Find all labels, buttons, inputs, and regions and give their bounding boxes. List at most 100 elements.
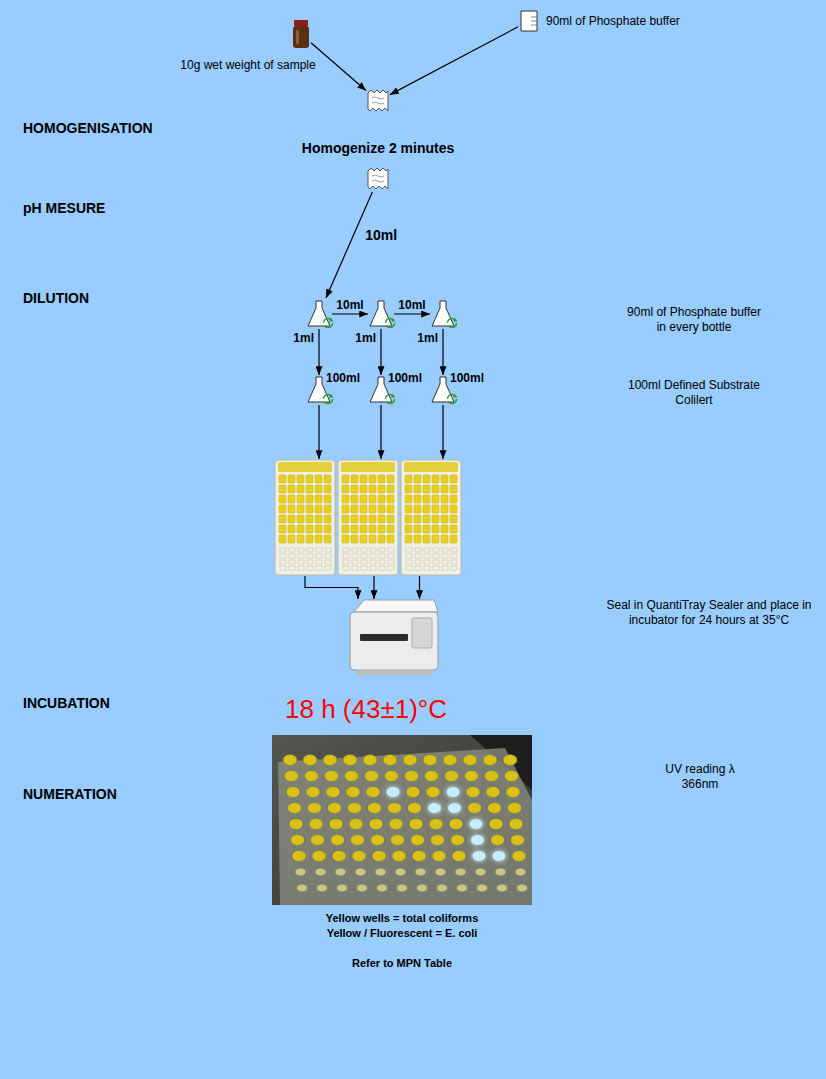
yellow-well: [465, 771, 479, 782]
tray-well: [406, 548, 412, 552]
yellow-well: [326, 787, 340, 798]
yellow-well: [285, 771, 299, 782]
tray-well: [414, 525, 421, 533]
node-text: 90ml of Phosphate buffer: [546, 14, 680, 28]
yellow-well: [352, 851, 366, 862]
yellow-well: [348, 803, 362, 814]
tray-well: [451, 560, 457, 564]
tray-well: [351, 535, 358, 543]
tray-well: [316, 548, 322, 552]
tray-well: [369, 515, 376, 523]
yellow-well: [486, 787, 500, 798]
fluorescent-well: [428, 803, 442, 814]
tray-well: [450, 535, 457, 543]
sealer-base: [356, 670, 432, 675]
tray-well: [289, 560, 295, 564]
tray-well: [451, 548, 457, 552]
yellow-well: [331, 835, 345, 846]
fluorescent-well: [446, 787, 460, 798]
node-text: 100ml: [450, 371, 484, 385]
yellow-well: [423, 755, 437, 766]
tray-well: [343, 554, 349, 558]
side-note: UV reading λ 366nm: [660, 762, 740, 792]
tray-well: [288, 505, 295, 513]
tray-well: [424, 560, 430, 564]
tray-well: [378, 505, 385, 513]
volume-label: 10ml: [365, 227, 397, 244]
side-note: 90ml of Phosphate buffer in every bottle: [624, 305, 764, 335]
fluorescent-well: [492, 851, 506, 862]
yellow-well: [408, 803, 422, 814]
node-text: 100ml: [326, 371, 360, 385]
yellow-well: [315, 868, 326, 876]
tray-well: [343, 560, 349, 564]
volume-label: 1ml: [355, 331, 376, 345]
tray-well: [288, 495, 295, 503]
bag-outline: [368, 168, 388, 189]
tray-well: [423, 495, 430, 503]
tray-well: [432, 525, 439, 533]
flow-arrow: [318, 405, 319, 459]
yellow-well: [368, 803, 382, 814]
yellow-well: [292, 851, 306, 862]
tray-well: [298, 566, 304, 570]
yellow-well: [443, 755, 457, 766]
tray-well: [415, 554, 421, 558]
tray-wells: [283, 755, 528, 893]
yellow-well: [412, 851, 426, 862]
yellow-well: [346, 787, 360, 798]
yellow-well: [445, 771, 459, 782]
tray-well: [370, 566, 376, 570]
sealer-slot: [360, 634, 408, 641]
tray-well: [424, 548, 430, 552]
tray-well: [280, 554, 286, 558]
yellow-well: [517, 884, 528, 892]
tray-well: [288, 515, 295, 523]
sealer-panel: [412, 618, 432, 648]
tray-body: [338, 460, 398, 575]
yellow-well: [437, 884, 448, 892]
bag-icon: [368, 90, 388, 112]
yellow-well: [409, 819, 423, 830]
beaker-outline: [521, 11, 537, 31]
tray-well: [351, 485, 358, 493]
beaker-graduation: [531, 21, 537, 22]
tray-well: [352, 560, 358, 564]
tray-well: [342, 475, 349, 483]
yellow-well: [489, 819, 503, 830]
tray-well: [324, 535, 331, 543]
sample-jar: 10g wet weight of sample: [293, 20, 309, 48]
yellow-well: [488, 803, 502, 814]
tray-well: [325, 566, 331, 570]
step-heading: DILUTION: [23, 290, 89, 308]
tray-well: [324, 525, 331, 533]
tray-well: [288, 475, 295, 483]
tray-well: [288, 525, 295, 533]
tray-well: [307, 548, 313, 552]
tray-well: [360, 535, 367, 543]
yellow-well: [325, 771, 339, 782]
flow-arrow: [419, 576, 420, 599]
tray-body: [401, 460, 461, 575]
tray-well: [414, 535, 421, 543]
tray-well: [387, 525, 394, 533]
yellow-well: [485, 771, 499, 782]
tray-well: [280, 560, 286, 564]
flask-outline: [432, 301, 454, 326]
yellow-well: [288, 803, 302, 814]
tray-well: [433, 566, 439, 570]
yellow-well: [431, 835, 445, 846]
yellow-well: [297, 884, 308, 892]
yellow-well: [463, 755, 477, 766]
volume-label: 10ml: [336, 298, 363, 312]
incubation-condition: 18 h (43±1)°C: [285, 693, 447, 726]
tray-well: [405, 525, 412, 533]
tray-well: [297, 525, 304, 533]
tray-well: [279, 525, 286, 533]
tray-plate: [278, 748, 532, 905]
tray-wells: [342, 475, 394, 543]
tray-well: [424, 554, 430, 558]
flow-arrow: [442, 405, 443, 459]
yellow-well: [388, 803, 402, 814]
